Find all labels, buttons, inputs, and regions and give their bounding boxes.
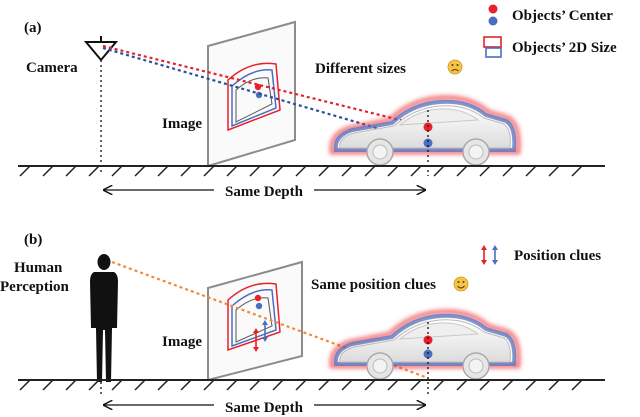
ground-hatch — [157, 165, 169, 177]
ground-hatch — [249, 379, 261, 391]
ground-b — [18, 379, 605, 391]
car-b — [329, 309, 521, 380]
ground-hatch — [65, 379, 77, 391]
image-center-red-b — [254, 294, 262, 302]
ground-hatch — [341, 165, 353, 177]
smiling-emoji-icon — [453, 276, 469, 292]
ground-a — [18, 165, 605, 177]
car-center-blue-a — [423, 138, 433, 148]
panel-b: (b) Human Perception Imag — [0, 232, 605, 416]
depth-label-b: Same Depth — [225, 400, 304, 416]
legend-red-box — [483, 36, 502, 48]
panel-b-tag: (b) — [24, 232, 42, 248]
frowning-emoji-icon — [447, 59, 463, 75]
ground-hatch — [341, 379, 353, 391]
ground-hatch — [249, 165, 261, 177]
ground-hatch — [410, 165, 422, 177]
ground-hatch — [456, 379, 468, 391]
ground-hatch — [502, 379, 514, 391]
ray-orange-b — [111, 260, 429, 380]
ground-hatch — [226, 379, 238, 391]
ground-hatch — [180, 165, 192, 177]
note-different-sizes: Different sizes — [315, 61, 406, 77]
ground-hatch — [318, 379, 330, 391]
ground-hatch — [571, 379, 583, 391]
legend-blue-dot — [488, 16, 498, 26]
ground-hatch — [65, 165, 77, 177]
position-clue-arrows-b — [253, 320, 268, 352]
ground-hatch — [272, 379, 284, 391]
ground-hatch — [203, 165, 215, 177]
ground-hatch — [479, 165, 491, 177]
ground-hatch — [88, 165, 100, 177]
ground-hatch — [502, 165, 514, 177]
ground-hatch — [134, 379, 146, 391]
ground-hatch — [19, 379, 31, 391]
ground-hatch — [180, 379, 192, 391]
camera-icon — [83, 36, 119, 62]
ground-hatch — [410, 379, 422, 391]
ground-hatch — [456, 165, 468, 177]
ground-hatch — [295, 165, 307, 177]
panel-a: (a) Camera Image Different sizes — [18, 20, 605, 200]
ground-hatch — [42, 165, 54, 177]
car-center-red-b — [423, 335, 433, 345]
ground-hatch — [295, 379, 307, 391]
ground-hatch — [571, 165, 583, 177]
legend-blue-box — [485, 47, 502, 58]
ground-hatch — [88, 379, 100, 391]
image-center-red-a — [254, 83, 262, 91]
ground-hatch — [272, 165, 284, 177]
ground-hatch — [157, 379, 169, 391]
legend-center-label: Objects’ Center — [512, 8, 613, 24]
ground-hatch — [433, 379, 445, 391]
ground-hatch — [364, 165, 376, 177]
ground-hatch — [19, 165, 31, 177]
image-plane-b — [207, 260, 303, 382]
image-center-blue-b — [255, 302, 263, 310]
ground-hatch — [525, 165, 537, 177]
legend-red-dot — [488, 4, 498, 14]
ground-hatch — [42, 379, 54, 391]
ground-hatch — [387, 379, 399, 391]
legend-size-label: Objects’ 2D Size — [512, 40, 617, 56]
ground-hatch — [111, 379, 123, 391]
human-label-line2: Perception — [0, 279, 70, 295]
human-label-line1: Human — [14, 260, 63, 276]
ray-red-a — [102, 44, 429, 129]
image-label-a: Image — [162, 116, 202, 132]
ground-hatch — [134, 165, 146, 177]
image-plane-a — [207, 20, 296, 168]
image-label-b: Image — [162, 334, 202, 350]
ground-hatch — [525, 379, 537, 391]
note-same-position-clues: Same position clues — [311, 277, 436, 293]
legend-clues-label: Position clues — [514, 248, 601, 264]
camera-label: Camera — [26, 60, 78, 76]
ground-hatch — [387, 165, 399, 177]
legend: Objects’ Center Objects’ 2D Size — [483, 4, 617, 58]
ground-hatch — [479, 379, 491, 391]
ground-hatch — [226, 165, 238, 177]
ground-hatch — [433, 165, 445, 177]
position-clues-legend-icon — [481, 245, 498, 265]
human-silhouette-icon — [90, 254, 118, 382]
ground-hatch — [318, 165, 330, 177]
ground-hatch — [548, 379, 560, 391]
ground-hatch — [111, 165, 123, 177]
ground-hatch — [548, 165, 560, 177]
panel-a-tag: (a) — [24, 20, 42, 36]
ground-hatch — [364, 379, 376, 391]
ground-hatch — [203, 379, 215, 391]
car-a — [329, 95, 521, 166]
depth-label-a: Same Depth — [225, 184, 304, 200]
